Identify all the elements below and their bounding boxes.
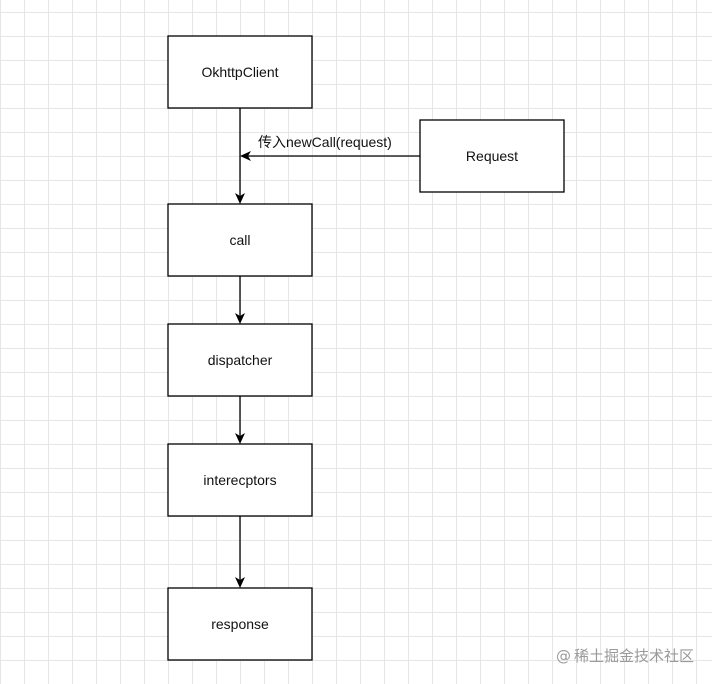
node-response-label: response	[211, 616, 269, 632]
node-okhttpclient[interactable]: OkhttpClient	[167, 35, 313, 109]
node-interceptors[interactable]: interecptors	[167, 443, 313, 517]
node-request[interactable]: Request	[419, 119, 565, 193]
node-interceptors-label: interecptors	[203, 472, 276, 488]
edge-okhttpclient-to-call	[235, 108, 245, 204]
node-call[interactable]: call	[167, 203, 313, 277]
node-okhttpclient-label: OkhttpClient	[201, 64, 278, 80]
node-dispatcher-label: dispatcher	[208, 352, 273, 368]
watermark-text: 稀土掘金技术社区	[573, 647, 694, 665]
node-request-label: Request	[466, 148, 518, 164]
edge-dispatcher-to-interceptors	[235, 396, 245, 444]
node-response[interactable]: response	[167, 587, 313, 661]
edge-interceptors-to-response	[235, 516, 245, 588]
node-dispatcher[interactable]: dispatcher	[167, 323, 313, 397]
edge-label-newcall: 传入newCall(request)	[258, 134, 392, 150]
node-call-label: call	[229, 232, 250, 248]
edge-request-to-call: 传入newCall(request)	[240, 134, 420, 161]
watermark: @ 稀土掘金技术社区	[556, 645, 694, 666]
at-icon: @	[555, 646, 571, 665]
edge-call-to-dispatcher	[235, 276, 245, 324]
